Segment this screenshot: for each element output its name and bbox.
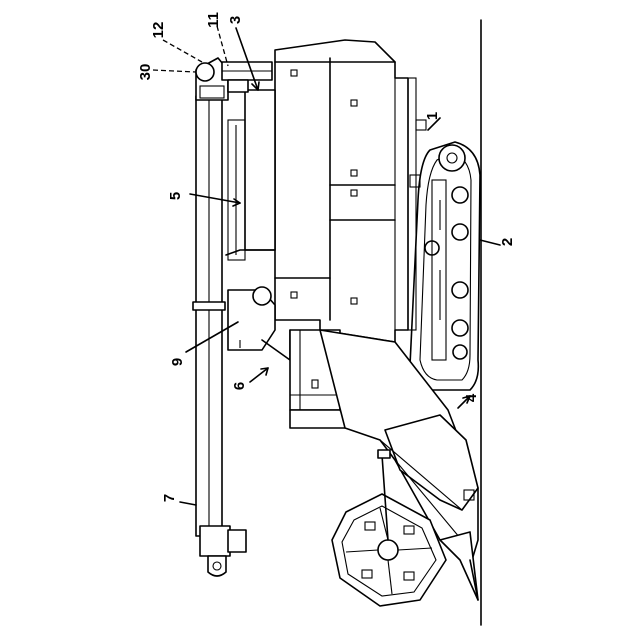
label-7: 7 [161, 494, 178, 502]
label-5: 5 [167, 192, 184, 200]
label-1: 1 [424, 112, 441, 120]
label-6: 6 [231, 382, 248, 390]
grain-tank [226, 90, 275, 260]
label-3: 3 [227, 16, 244, 24]
track-roller [453, 345, 467, 359]
track-roller [452, 320, 468, 336]
label-11: 11 [205, 12, 222, 28]
machine-body [275, 40, 426, 342]
label-30: 30 [137, 64, 154, 81]
track-roller [452, 224, 468, 240]
track-roller [452, 187, 468, 203]
label-2: 2 [499, 238, 516, 246]
label-4: 4 [463, 393, 480, 402]
label-9: 9 [169, 358, 186, 366]
drive-sprocket [439, 145, 465, 171]
label-12: 12 [150, 22, 167, 39]
track-roller [452, 282, 468, 298]
